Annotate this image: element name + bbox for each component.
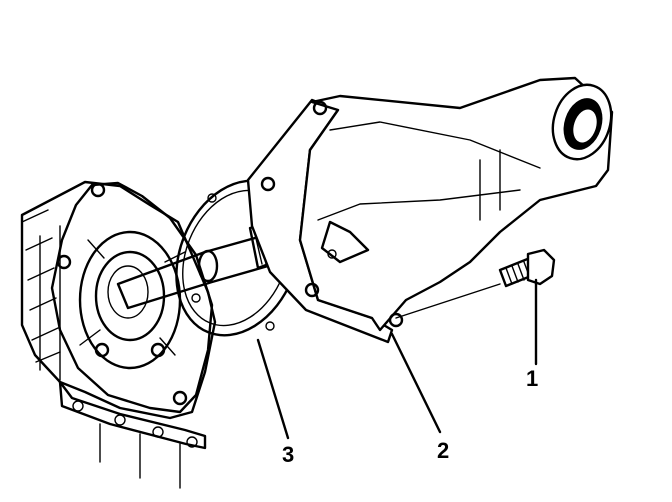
callout-3: 3 — [282, 442, 294, 467]
callout-2: 2 — [437, 438, 449, 463]
transmission-case — [20, 180, 217, 489]
bolt-path-line — [395, 283, 501, 319]
bolt — [498, 248, 556, 288]
leader-lines — [256, 278, 538, 440]
callout-1: 1 — [526, 366, 538, 391]
extension-housing — [246, 76, 614, 344]
leader-line-3 — [256, 338, 290, 440]
leader-line-2 — [390, 332, 442, 434]
